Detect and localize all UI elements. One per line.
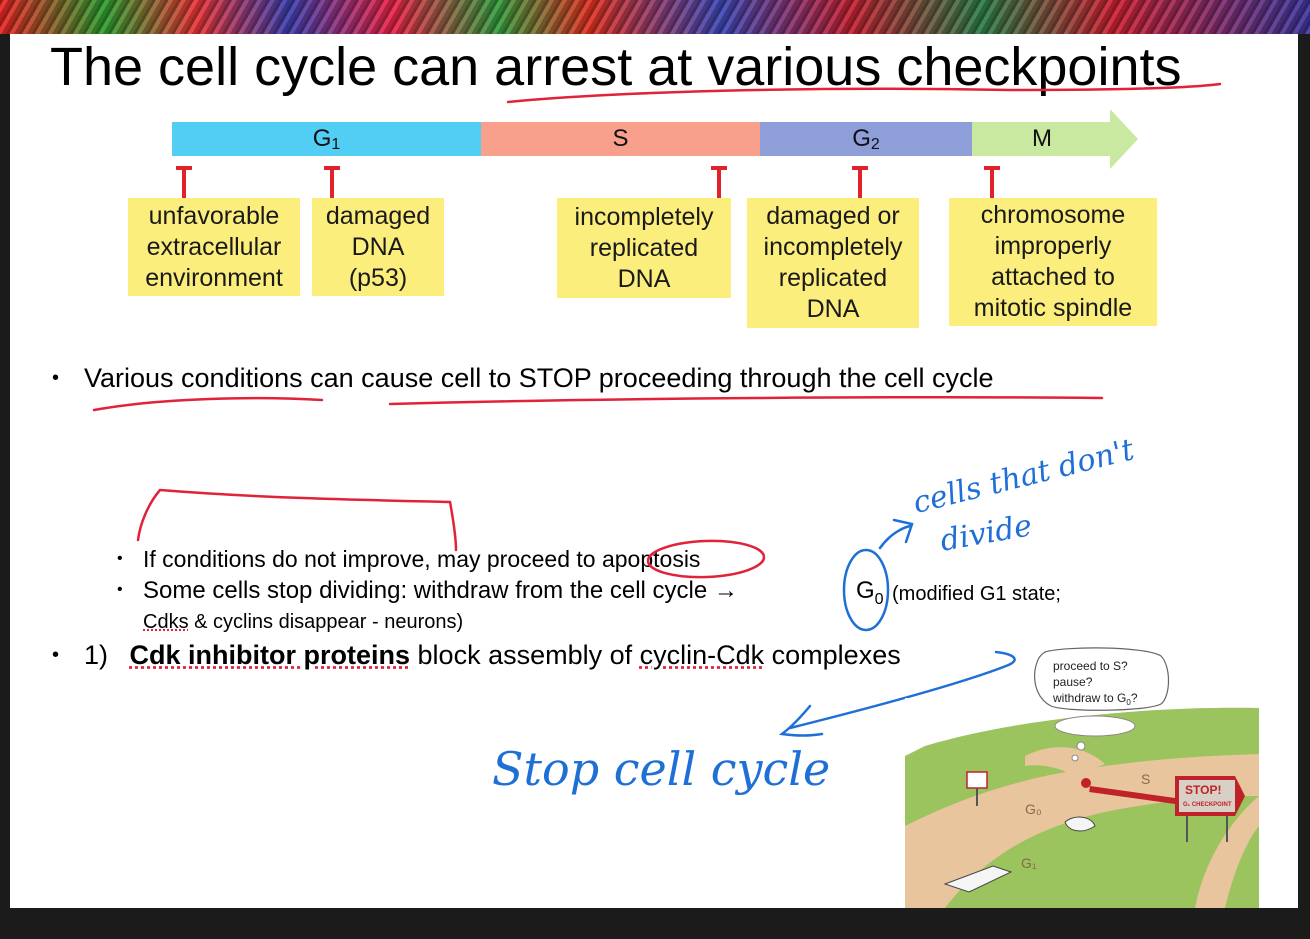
checkpoint-condition: incompletely replicated DNA <box>557 198 731 298</box>
bullet-text: & cyclins disappear - neurons) <box>188 611 464 633</box>
g0-subscript: 0 <box>874 590 884 608</box>
slide: The cell cycle can arrest at various che… <box>10 34 1298 908</box>
cartoon-bubble-line: proceed to S? <box>1053 659 1128 673</box>
checkpoint-cartoon-illustration: proceed to S? pause? withdraw to G0? STO… <box>905 647 1259 908</box>
bullet-various-conditions: • Various conditions can cause cell to S… <box>52 363 994 393</box>
slide-title: The cell cycle can arrest at various che… <box>50 37 1182 97</box>
bullet-text: cause cell to STOP proceeding through th… <box>361 363 994 393</box>
bullet-cdk-inhibitor: • 1) Cdk inhibitor proteins block assemb… <box>52 640 901 670</box>
bullet-text: Various conditions <box>84 363 303 393</box>
checkpoint-condition: damaged or incompletely replicated DNA <box>747 198 919 328</box>
bottom-frame-edge <box>0 908 1310 939</box>
bullet-number: 1) <box>84 640 109 670</box>
handwritten-note-cells: cells that don't <box>909 432 1138 521</box>
checkpoint-condition: unfavorable extracellular environment <box>128 198 300 296</box>
phase-m: M <box>972 122 1112 156</box>
subbullet-withdraw: • Some cells stop dividing: withdraw fro… <box>117 577 738 604</box>
road-label-g0: G₀ <box>1025 801 1042 817</box>
phase-arrow-head <box>1110 109 1138 169</box>
subbullet-apoptosis: • If conditions do not improve, may proc… <box>117 546 701 572</box>
bullet-text: Some cells stop dividing: withdraw from … <box>143 577 738 604</box>
checkpoint-marker-icon <box>176 166 192 198</box>
cartoon-bubble-line: pause? <box>1053 675 1093 689</box>
phase-label: G <box>312 125 332 152</box>
cdks-term: Cdks <box>143 611 189 633</box>
handwritten-note-divide: divide <box>937 508 1035 559</box>
phase-label: G <box>852 125 871 152</box>
g0-note: (modified G1 state; <box>892 583 1061 605</box>
checkpoint-marker-icon <box>711 166 727 198</box>
cartoon-bubble-line: withdraw to G0? <box>1052 691 1138 707</box>
cdk-inhibitor-term: Cdk inhibitor proteins <box>129 640 411 670</box>
cartoon-bubble-subscript: 0 <box>1126 698 1131 707</box>
bullet-text: If conditions do not improve, may procee… <box>143 546 602 572</box>
handwritten-note-stop-cell-cycle: Stop cell cycle <box>492 742 831 796</box>
apoptosis-term: apoptosis <box>601 546 701 572</box>
phase-label: M <box>1032 125 1052 152</box>
cyclin-cdk-term: cyclin-Cdk <box>639 640 765 670</box>
road-label-s: S <box>1141 771 1150 787</box>
checkpoint-marker-icon <box>324 166 340 198</box>
phase-subscript: 2 <box>870 136 880 153</box>
cartoon-bubble-text: withdraw to G <box>1052 691 1126 705</box>
g0-letter: G <box>856 577 875 604</box>
phase-label: S <box>612 125 629 152</box>
subbullet-withdraw-line2: Cdks & cyclins disappear - neurons) <box>143 611 463 634</box>
road-label-g1: G₁ <box>1021 855 1037 871</box>
g0-term: G0 <box>856 577 884 609</box>
cartoon-bubble-question: ? <box>1131 691 1138 705</box>
bullet-text: can <box>302 363 362 393</box>
phase-s: S <box>481 122 760 156</box>
bullet-text: complexes <box>764 640 901 670</box>
checkpoint-marker-icon <box>852 166 868 198</box>
stop-sign-sublabel: G₁ CHECKPOINT <box>1183 802 1232 808</box>
checkpoint-condition: damaged DNA (p53) <box>312 198 444 296</box>
phase-subscript: 1 <box>331 136 341 153</box>
checkpoint-condition: chromosome improperly attached to mitoti… <box>949 198 1157 326</box>
right-frame-edge <box>1298 34 1310 908</box>
stop-sign-label: STOP! <box>1185 783 1221 797</box>
bullet-text: block assembly of <box>410 640 640 670</box>
checkpoint-marker-icon <box>984 166 1000 198</box>
header-image-strip <box>0 0 1310 34</box>
